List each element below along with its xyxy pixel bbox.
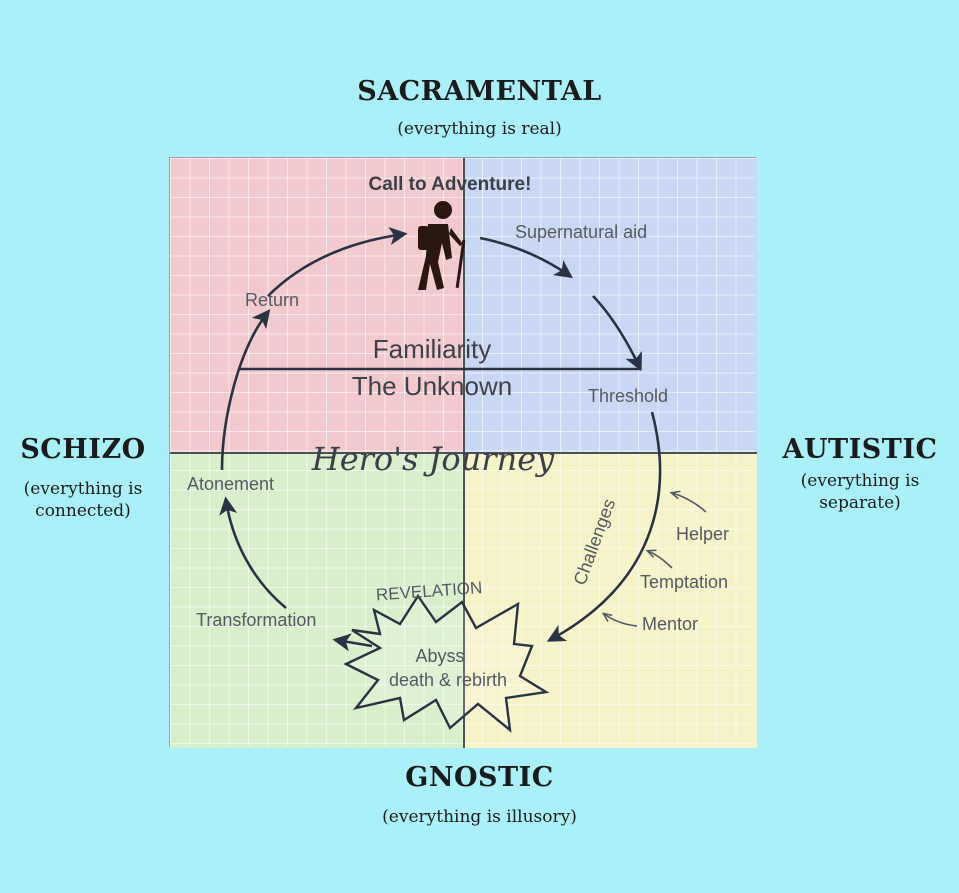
axis-top-title: SACRAMENTAL: [357, 76, 602, 107]
arrow-atonement-to-return: [220, 309, 271, 471]
arrow-helper: [672, 493, 707, 513]
axis-right-subtitle-line1: (everything is: [800, 471, 920, 491]
label-heros-journey: Hero's Journey: [311, 440, 555, 478]
arrow-transformation-to-atonement: [219, 496, 287, 610]
axis-right-subtitle-line2: separate): [819, 493, 901, 513]
label-return: Return: [245, 290, 299, 310]
label-call-to-adventure: Call to Adventure!: [369, 174, 532, 195]
arrow-call-to-aid: [479, 236, 573, 279]
axis-top-subtitle: (everything is real): [397, 119, 562, 139]
label-challenges: Challenges: [570, 496, 620, 587]
label-the-unknown: The Unknown: [352, 371, 512, 401]
axis-right-subtitle: (everything is separate): [770, 470, 950, 514]
label-death-rebirth: death & rebirth: [389, 670, 507, 690]
hiker-icon: [418, 201, 466, 290]
axis-right-title: AUTISTIC: [782, 434, 938, 465]
label-helper: Helper: [676, 524, 729, 544]
axis-left-subtitle-line1: (everything is: [23, 479, 143, 499]
arrow-return-to-call: [267, 227, 408, 297]
axis-left-subtitle: (everything is connected): [8, 478, 158, 522]
arrow-threshold-down: [546, 411, 662, 642]
label-revelation: REVELATION: [375, 578, 483, 604]
label-threshold: Threshold: [588, 386, 668, 406]
abyss-starburst: [343, 593, 550, 733]
label-transformation: Transformation: [196, 610, 316, 630]
axis-bottom-title: GNOSTIC: [405, 762, 554, 793]
arrow-abyss-to-transformation: [332, 633, 373, 652]
label-temptation: Temptation: [640, 572, 728, 592]
label-atonement: Atonement: [187, 474, 274, 494]
axis-left-subtitle-line2: connected): [35, 501, 131, 521]
axis-left-title: SCHIZO: [20, 434, 146, 465]
label-mentor: Mentor: [642, 614, 698, 634]
arrow-temptation: [648, 551, 673, 569]
arrow-aid-to-threshold: [592, 295, 642, 372]
label-familiarity: Familiarity: [373, 334, 491, 364]
label-abyss: Abyss: [415, 646, 464, 666]
axis-bottom-subtitle: (everything is illusory): [382, 807, 577, 827]
arrow-mentor: [604, 614, 638, 627]
horizontal-axis-line: [170, 452, 757, 454]
label-supernatural-aid: Supernatural aid: [515, 222, 647, 242]
